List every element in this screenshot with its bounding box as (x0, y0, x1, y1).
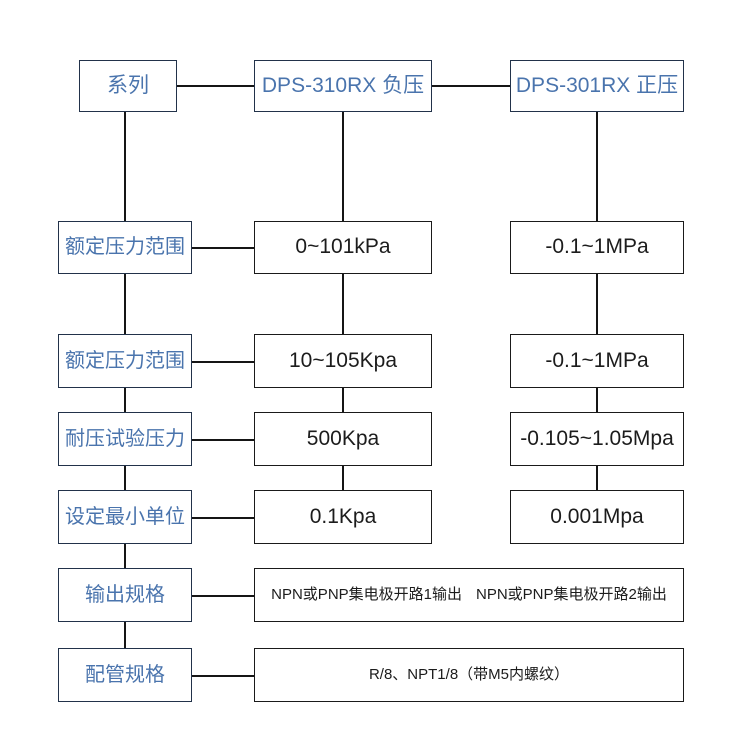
connector-r2-label-to-value (192, 361, 254, 363)
connector-r6-label-to-value (192, 675, 254, 677)
connector-mid-r2-to-r3 (342, 388, 344, 412)
row-value-min-unit-negative[interactable]: 0.1Kpa (254, 490, 432, 544)
row-value-min-unit-positive[interactable]: 0.001Mpa (510, 490, 684, 544)
row-value-withstand-pressure-positive[interactable]: -0.105~1.05Mpa (510, 412, 684, 466)
row-label-text: 额定压力范围 (65, 349, 185, 372)
connector-mid-r3-to-r4 (342, 466, 344, 490)
connector-r4-label-to-value (192, 517, 254, 519)
column-header-positive-label: DPS-301RX 正压 (515, 73, 679, 97)
row-label-output-spec[interactable]: 输出规格 (58, 568, 192, 622)
connector-right-head-to-r1 (596, 112, 598, 221)
row-value-text: 500Kpa (306, 426, 380, 450)
row-label-piping-spec[interactable]: 配管规格 (58, 648, 192, 702)
row-label-rated-range-2[interactable]: 额定压力范围 (58, 334, 192, 388)
row-value-piping-spec[interactable]: R/8、NPT1/8（带M5内螺纹） (254, 648, 684, 702)
connector-r1-label-to-value (192, 247, 254, 249)
connector-left-head-to-r1 (124, 112, 126, 221)
row-value-text: -0.1~1MPa (545, 348, 649, 372)
row-value-text: 0.1Kpa (309, 504, 377, 528)
row-value-rated-range-1-positive[interactable]: -0.1~1MPa (510, 221, 684, 274)
row-label-withstand-pressure[interactable]: 耐压试验压力 (58, 412, 192, 466)
connector-left-r5-to-r6 (124, 622, 126, 648)
column-header-positive[interactable]: DPS-301RX 正压 (510, 60, 684, 112)
row-value-text: 0.001Mpa (550, 504, 644, 528)
row-value-rated-range-1-negative[interactable]: 0~101kPa (254, 221, 432, 274)
row-value-text: 0~101kPa (295, 235, 391, 259)
connector-root-to-col1 (177, 85, 254, 87)
connector-mid-r1-to-r2 (342, 274, 344, 334)
row-label-text: 配管规格 (85, 663, 165, 686)
row-value-rated-range-2-positive[interactable]: -0.1~1MPa (510, 334, 684, 388)
row-value-text: 10~105Kpa (288, 348, 398, 372)
connector-col1-to-col2 (432, 85, 510, 87)
row-label-text: 额定压力范围 (65, 236, 185, 258)
row-value-rated-range-2-negative[interactable]: 10~105Kpa (254, 334, 432, 388)
row-label-rated-range-1[interactable]: 额定压力范围 (58, 221, 192, 274)
root-node-series[interactable]: 系列 (79, 60, 177, 112)
piping-spec-text: R/8、NPT1/8（带M5内螺纹） (368, 666, 570, 684)
connector-left-r4-to-r5 (124, 544, 126, 568)
row-label-min-unit[interactable]: 设定最小单位 (58, 490, 192, 544)
connector-r5-label-to-value (192, 595, 254, 597)
connector-mid-head-to-r1 (342, 112, 344, 221)
row-value-text: -0.1~1MPa (545, 235, 649, 259)
output-spec-channel-1: NPN或PNP集电极开路1输出 (271, 586, 462, 604)
connector-left-r2-to-r3 (124, 388, 126, 412)
row-value-output-spec[interactable]: NPN或PNP集电极开路1输出 NPN或PNP集电极开路2输出 (254, 568, 684, 622)
row-value-text: -0.105~1.05Mpa (520, 426, 674, 450)
row-label-text: 设定最小单位 (65, 505, 185, 528)
connector-right-r1-to-r2 (596, 274, 598, 334)
column-header-negative-label: DPS-310RX 负压 (261, 73, 425, 97)
row-label-text: 耐压试验压力 (65, 427, 185, 450)
row-label-text: 输出规格 (85, 583, 165, 606)
connector-left-r3-to-r4 (124, 466, 126, 490)
output-spec-channel-2: NPN或PNP集电极开路2输出 (476, 586, 667, 604)
connector-r3-label-to-value (192, 439, 254, 441)
column-header-negative[interactable]: DPS-310RX 负压 (254, 60, 432, 112)
connector-right-r3-to-r4 (596, 466, 598, 490)
root-node-label: 系列 (107, 73, 149, 97)
row-value-withstand-pressure-negative[interactable]: 500Kpa (254, 412, 432, 466)
connector-right-r2-to-r3 (596, 388, 598, 412)
connector-left-r1-to-r2 (124, 274, 126, 334)
